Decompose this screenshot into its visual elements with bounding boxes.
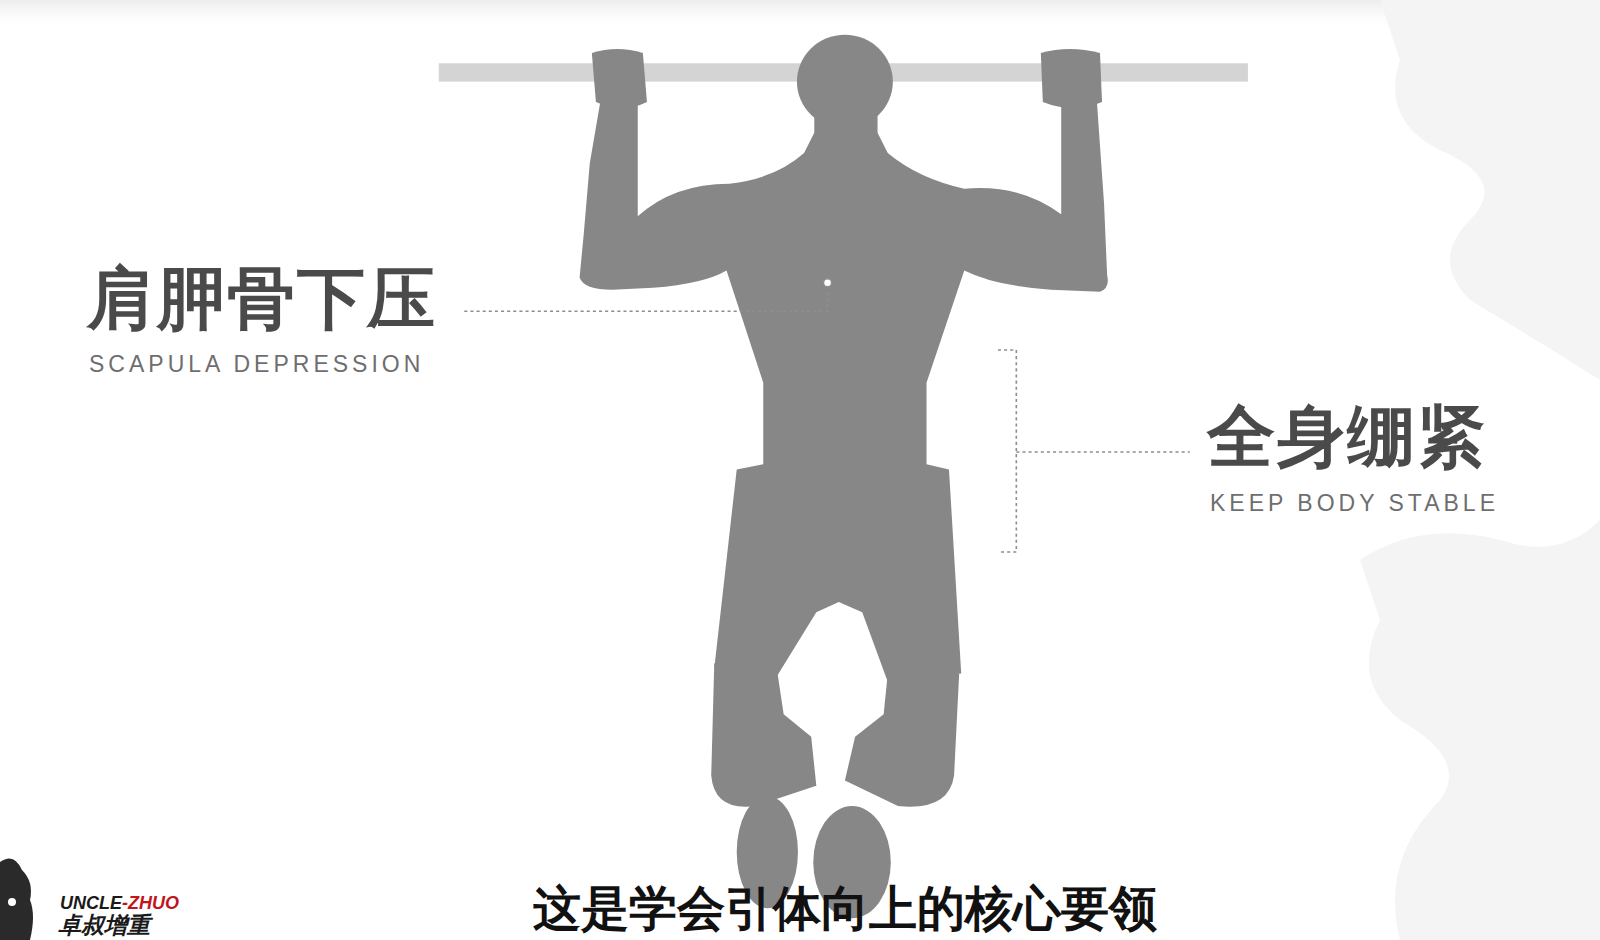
logo-gorilla-icon (0, 858, 33, 940)
top-shade (0, 0, 1600, 30)
logo-text: 卓叔增重 (58, 913, 150, 938)
callout-title: 全身绷紧 (1207, 400, 1487, 475)
athlete-silhouette (580, 35, 1108, 919)
callout-subtitle: SCAPULA DEPRESSION (89, 352, 424, 377)
leader-dot (823, 279, 831, 287)
leader-lines (464, 289, 1190, 552)
callout-title: 肩胛骨下压 (87, 262, 437, 337)
logo-text: UNCLE (60, 894, 122, 914)
callout-subtitle: KEEP BODY STABLE (1210, 491, 1499, 516)
logo-text: -ZHUO (122, 894, 179, 914)
subtitle-caption: 这是学会引体向上的核心要领 (533, 882, 1157, 935)
